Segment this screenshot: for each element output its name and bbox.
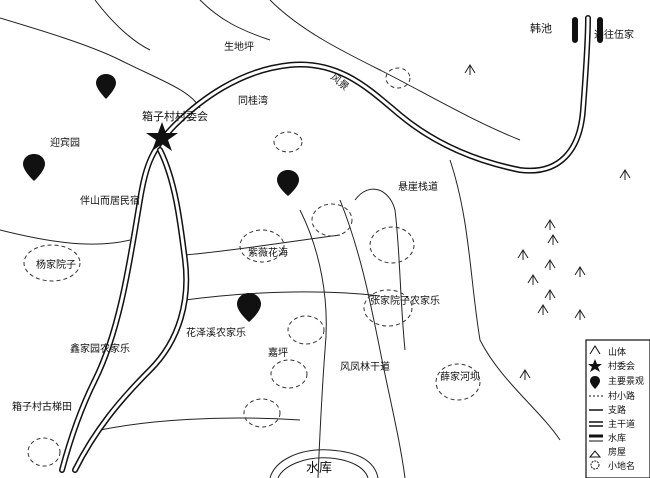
label-nongjiale-left: 鑫家园农家乐 (70, 342, 130, 355)
legend: 山体 村委会 主要景观 村小路 支路 主干道 水库 房屋 小地名 (585, 339, 650, 478)
legend-item-3: 村小路 (608, 390, 635, 402)
label-jiaping: 嘉坪 (268, 346, 288, 359)
reservoir-icon (589, 434, 603, 442)
label-zhangjia: 张家院子农家乐 (370, 294, 440, 307)
landmark-pins (23, 74, 299, 322)
star-icon (588, 359, 602, 372)
map-labels: 韩池 通往伍家 生地坪 风景 同桂湾 箱子村村委会 迎宾园 伴山而居民宿 悬崖栈… (12, 21, 634, 413)
mountains (464, 64, 631, 380)
label-tonghuo: 同桂湾 (238, 94, 268, 107)
label-yangjia: 杨家院子 (36, 258, 76, 271)
reservoir-label: 水库 (306, 460, 332, 476)
label-nongjiale-mid: 花泽溪农家乐 (186, 326, 246, 339)
house-icon (588, 450, 602, 458)
label-xuanya: 悬崖栈道 (398, 180, 438, 193)
terrain-lines (0, 0, 561, 478)
pin-icon (237, 293, 261, 322)
legend-item-4: 支路 (608, 404, 626, 416)
label-tongwang: 通往伍家 (594, 28, 634, 41)
label-hanchi: 韩池 (530, 21, 552, 35)
label-didi: 生地坪 (224, 40, 254, 53)
pin-icon (23, 154, 45, 181)
pin-icon (277, 170, 299, 196)
legend-item-0: 山体 (608, 346, 626, 358)
legend-item-7: 房屋 (608, 446, 626, 458)
mountain-icon (589, 345, 601, 355)
reservoir: 水库 (269, 449, 379, 478)
pin-icon (590, 376, 600, 389)
legend-item-2: 主要景观 (608, 375, 644, 387)
pin-icon (96, 74, 116, 99)
star-icon (146, 122, 178, 151)
legend-item-8: 小地名 (608, 460, 635, 472)
main-road-icon (589, 421, 603, 427)
main-road (59, 15, 603, 473)
place-circles (23, 67, 481, 467)
place-circle-icon (590, 460, 600, 470)
label-homestay: 伴山而居民宿 (80, 194, 140, 207)
legend-item-1: 村委会 (608, 360, 635, 372)
label-guxi: 箱子村古梯田 (12, 400, 72, 413)
label-xuejia: 薛家河坝 (440, 370, 480, 383)
label-ziwei: 紫薇花海 (248, 246, 288, 259)
legend-item-5: 主干道 (608, 418, 635, 430)
label-fenglin: 风凤林干道 (340, 360, 390, 373)
label-committee: 箱子村村委会 (142, 109, 208, 123)
label-west: 迎宾园 (50, 136, 80, 149)
legend-item-6: 水库 (608, 432, 626, 444)
